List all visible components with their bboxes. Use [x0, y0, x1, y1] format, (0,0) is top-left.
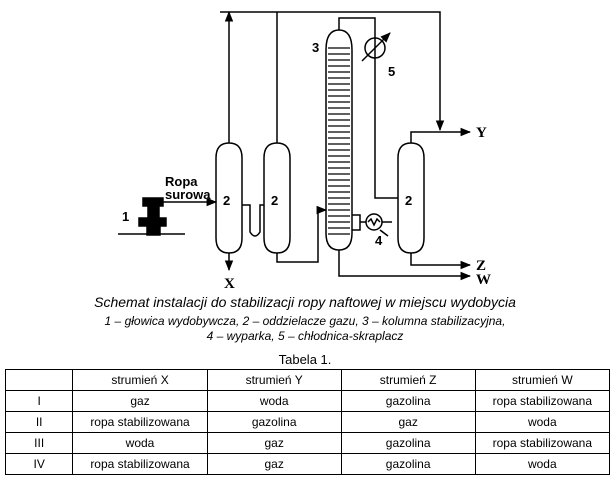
wellhead-icon [118, 197, 185, 236]
separator-2-number: 2 [271, 193, 278, 208]
caption-legend-line-1: 1 – głowica wydobywcza, 2 – oddzielacze … [104, 314, 506, 328]
separator-2 [263, 142, 291, 254]
wellhead-number: 1 [122, 209, 129, 224]
table-cell: III [4, 432, 74, 454]
table-cell: woda [474, 453, 610, 475]
stream-z-label: Z [476, 258, 486, 274]
separator-1 [215, 142, 243, 254]
separator-link [242, 204, 264, 237]
table-cell: I [4, 390, 74, 412]
table-cell: ropa stabilizowana [474, 390, 610, 412]
stream-x-label: X [224, 276, 235, 292]
stream-z-line [410, 253, 472, 270]
table-header-cell: strumień X [72, 369, 208, 391]
table-cell: gazolina [340, 453, 476, 475]
table-cell: gazolina [340, 390, 476, 412]
caption-title: Schemat instalacji do stabilizacji ropy … [94, 294, 516, 310]
table-row: I gaz woda gazolina ropa stabilizowana [4, 390, 610, 412]
table-cell: gaz [206, 453, 342, 475]
table-cell: woda [206, 390, 342, 412]
reboiler-number: 4 [375, 233, 383, 248]
table-cell: woda [474, 411, 610, 433]
table-cell: ropa stabilizowana [72, 411, 208, 433]
streams-table: strumień X strumień Y strumień Z strumie… [4, 369, 610, 475]
table-header-cell: strumień W [474, 369, 610, 391]
table-cell: II [4, 411, 74, 433]
caption-legend-line-2: 4 – wyparka, 5 – chłodnica-skraplacz [206, 329, 404, 343]
stream-w-label: W [476, 272, 491, 288]
table-cell: gaz [72, 390, 208, 412]
to-separator-3 [374, 130, 392, 199]
table-cell: gaz [206, 432, 342, 454]
table-cell: IV [4, 453, 74, 475]
stabilization-column [325, 29, 353, 251]
separator-3 [397, 142, 425, 254]
table-row: III woda gaz gazolina ropa stabilizowana [4, 432, 610, 454]
condenser-icon [364, 37, 386, 59]
stream-y-line [410, 127, 472, 143]
table-cell: gaz [340, 411, 476, 433]
column-number: 3 [312, 40, 319, 55]
table-cell: woda [72, 432, 208, 454]
table-header-row: strumień X strumień Y strumień Z strumie… [4, 369, 610, 391]
separator-3-number: 2 [405, 193, 412, 208]
stream-y-label: Y [476, 125, 487, 141]
crude-oil-label-1: Ropa [165, 174, 198, 189]
separator-1-number: 2 [223, 193, 230, 208]
table-header-cell: strumień Y [206, 369, 342, 391]
table-cell: ropa stabilizowana [72, 453, 208, 475]
table-cell: gazolina [206, 411, 342, 433]
column-overhead [338, 17, 376, 130]
table-header-cell: strumień Z [340, 369, 476, 391]
table-title: Tabela 1. [278, 352, 332, 367]
table-row: II ropa stabilizowana gazolina gaz woda [4, 411, 610, 433]
crude-oil-label-2: surowa [165, 187, 211, 202]
top-header [220, 11, 445, 132]
table-cell: gazolina [340, 432, 476, 454]
stream-w-line [338, 250, 472, 281]
condenser-number: 5 [388, 64, 395, 79]
process-diagram: Ropa surowa 1 2 2 3 5 4 2 X Y Z W [118, 10, 491, 292]
table-cell: ropa stabilizowana [474, 432, 610, 454]
sep2-to-column [276, 205, 328, 263]
table-row: IV ropa stabilizowana gaz gazolina woda [4, 453, 610, 475]
table-header-cell [4, 369, 74, 391]
